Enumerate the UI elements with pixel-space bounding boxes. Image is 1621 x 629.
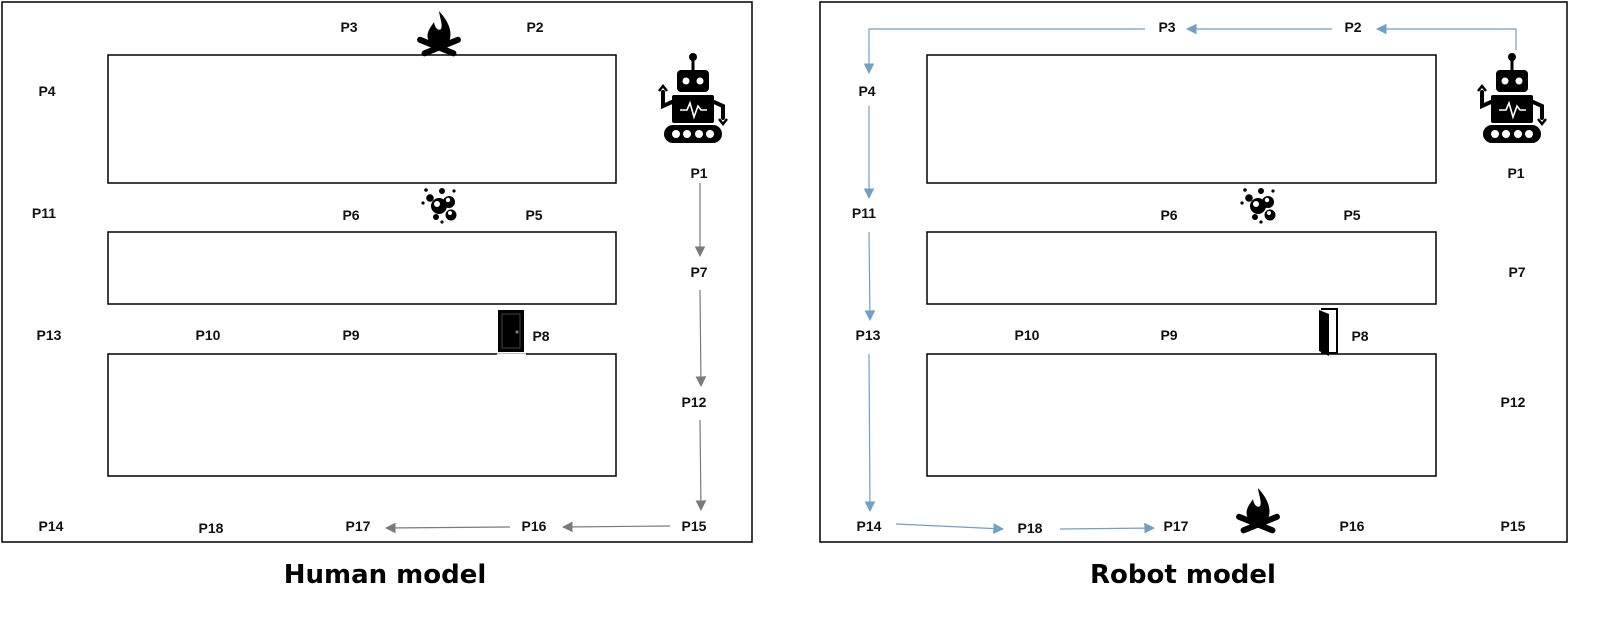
robot-block-middle <box>926 231 1437 305</box>
human-block-bottom <box>107 353 617 477</box>
point-label-p9: P9 <box>342 327 359 343</box>
path-arrow <box>695 419 707 512</box>
point-label-p7: P7 <box>690 264 707 280</box>
point-label-p4: P4 <box>38 83 55 99</box>
point-label-p10: P10 <box>1015 327 1040 343</box>
point-label-p18: P18 <box>1018 520 1043 536</box>
path-arrow <box>695 289 707 388</box>
robot-icon <box>1476 51 1548 145</box>
point-label-p2: P2 <box>1344 19 1361 35</box>
open-door-icon <box>1318 308 1338 357</box>
point-label-p8: P8 <box>1351 328 1368 344</box>
campfire-icon <box>416 11 462 58</box>
robot-block-bottom <box>926 353 1437 477</box>
panel-title: Robot model <box>1090 560 1276 590</box>
point-label-p16: P16 <box>522 518 547 534</box>
human-point-labels: P1 P2 P3 P4 P5 P6 P7 P8 P9 P10 P11 P12 P… <box>32 19 708 536</box>
robot-panel-border <box>819 1 1568 543</box>
point-label-p15: P15 <box>1501 518 1526 534</box>
point-label-p17: P17 <box>1164 518 1189 534</box>
point-label-p9: P9 <box>1160 327 1177 343</box>
robot-point-labels: P1 P2 P3 P4 P5 P6 P7 P8 P9 P10 P11 P12 P… <box>852 19 1526 536</box>
panel-title: Human model <box>284 560 487 590</box>
point-label-p12: P12 <box>1501 394 1526 410</box>
point-label-p2: P2 <box>526 19 543 35</box>
point-label-p3: P3 <box>1158 19 1175 35</box>
point-label-p13: P13 <box>37 327 62 343</box>
path-arrow <box>864 231 876 322</box>
point-label-p10: P10 <box>196 327 221 343</box>
point-label-p6: P6 <box>1160 207 1177 223</box>
path-arrow <box>1059 522 1156 534</box>
point-label-p14: P14 <box>39 518 64 534</box>
point-label-p5: P5 <box>525 207 542 223</box>
path-arrow <box>561 521 671 533</box>
campfire-icon <box>1235 488 1281 535</box>
debris-icon <box>1240 188 1276 224</box>
panel-robot-model: P1 P2 P3 P4 P5 P6 P7 P8 P9 P10 P11 P12 P… <box>819 1 1568 590</box>
point-label-p4: P4 <box>858 83 875 99</box>
human-block-middle <box>107 231 617 305</box>
panel-human-model: P1 P2 P3 P4 P5 P6 P7 P8 P9 P10 P11 P12 P… <box>1 1 753 590</box>
robot-icon <box>657 51 729 145</box>
point-label-p6: P6 <box>342 207 359 223</box>
path-arrow <box>863 28 1145 75</box>
path-arrow <box>864 353 876 513</box>
point-label-p16: P16 <box>1340 518 1365 534</box>
path-arrow <box>895 523 1005 534</box>
debris-icon <box>421 188 457 224</box>
human-block-top <box>107 54 617 184</box>
point-label-p3: P3 <box>340 19 357 35</box>
path-arrow <box>1375 23 1517 50</box>
robot-path-arrows <box>863 23 1517 534</box>
point-label-p7: P7 <box>1508 264 1525 280</box>
point-label-p13: P13 <box>856 327 881 343</box>
point-label-p12: P12 <box>682 394 707 410</box>
human-path-arrows <box>384 183 707 534</box>
point-label-p15: P15 <box>682 518 707 534</box>
point-label-p14: P14 <box>857 518 882 534</box>
human-panel-border <box>1 1 753 543</box>
point-label-p11: P11 <box>32 205 56 221</box>
robot-block-top <box>926 54 1437 184</box>
point-label-p11: P11 <box>852 205 876 221</box>
point-label-p17: P17 <box>346 518 371 534</box>
point-label-p5: P5 <box>1343 207 1360 223</box>
closed-door-icon <box>497 309 525 353</box>
path-arrow <box>384 522 511 534</box>
point-label-p1: P1 <box>1507 165 1524 181</box>
point-label-p1: P1 <box>690 165 707 181</box>
point-label-p8: P8 <box>532 328 549 344</box>
point-label-p18: P18 <box>199 520 224 536</box>
